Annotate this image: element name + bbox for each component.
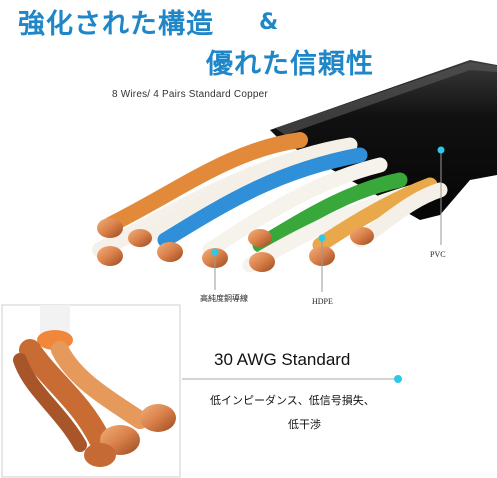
wire-insulation-group <box>92 132 448 273</box>
pvc-label: PVC <box>430 250 446 259</box>
title-line-2: 優れた信頼性 <box>206 49 374 80</box>
conductor-leader-dot <box>211 248 219 256</box>
hdpe-label: HDPE <box>312 297 333 306</box>
wire-spec-subtitle: 8 Wires/ 4 Pairs Standard Copper <box>112 89 268 100</box>
spec-leader-dot <box>394 375 402 383</box>
pvc-leader-dot <box>437 146 445 154</box>
pvc-jacket <box>270 60 497 220</box>
hdpe-leader-dot <box>318 234 326 242</box>
title-ampersand: & <box>259 10 279 35</box>
feature-line-2: 低干渉 <box>288 418 321 431</box>
inset-wire-closeup <box>13 305 176 467</box>
conductor-label: 高純度銅導線 <box>200 294 248 303</box>
jacket-highlight <box>275 62 497 135</box>
awg-spec: 30 AWG Standard <box>214 350 351 369</box>
feature-line-1: 低インピーダンス、低信号損失、 <box>210 394 375 407</box>
title-line-1: 強化された構造 <box>18 9 214 40</box>
